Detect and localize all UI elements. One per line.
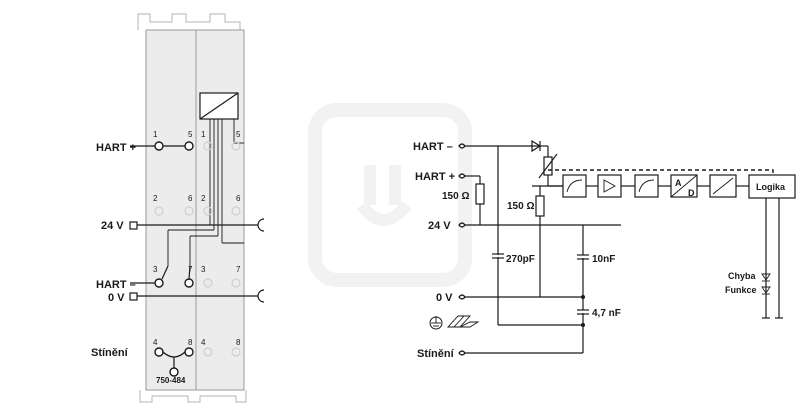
pin-8a: 8 (188, 338, 193, 347)
schematic: HART – HART + 24 V 0 V Stínění 150 Ω 1 (413, 139, 796, 360)
pin-8b: 8 (236, 338, 241, 347)
pin-5a: 5 (188, 130, 193, 139)
label-function: Funkce (725, 285, 757, 295)
pin-4a: 4 (153, 338, 158, 347)
din-rail-icon (446, 315, 480, 328)
terminal-7 (184, 278, 194, 288)
resistor-2 (535, 195, 545, 217)
label-c2: 10nF (592, 254, 615, 265)
label-0v-left: 0 V (108, 292, 125, 304)
resistor-1 (475, 183, 485, 205)
label-c1: 270pF (506, 254, 535, 265)
terminal-3 (154, 278, 164, 288)
connector-0v-left (129, 292, 138, 301)
part-number: 750-484 (156, 376, 186, 385)
terminal-module: 1 5 1 5 2 6 2 6 3 7 3 7 (91, 13, 265, 403)
connector-24v-left (129, 221, 138, 230)
logic-block (748, 174, 796, 199)
pin-3a: 3 (153, 265, 158, 274)
pin-1b: 1 (201, 130, 206, 139)
label-shield-right: Stínění (417, 348, 455, 360)
label-24v-right: 24 V (428, 220, 451, 232)
module-rail-right (195, 29, 245, 391)
pin-3b: 3 (201, 265, 206, 274)
label-r1: 150 Ω (442, 191, 469, 202)
adc-label-a: A (675, 178, 682, 188)
label-24v-left: 24 V (101, 220, 124, 232)
pin-2a: 2 (153, 194, 158, 203)
pin-2b: 2 (201, 194, 206, 203)
pin-7b: 7 (236, 265, 241, 274)
pin-5b: 5 (236, 130, 241, 139)
terminal-1 (154, 141, 164, 151)
label-shield-left: Stínění (91, 347, 129, 359)
terminal-4 (154, 347, 164, 357)
pin-7a: 7 (188, 265, 193, 274)
pin-6a: 6 (188, 194, 193, 203)
diode (531, 139, 542, 153)
module-rail-left (145, 29, 197, 391)
label-r2: 150 Ω (507, 201, 534, 212)
led-function-icon (761, 286, 771, 295)
filter-block-1 (562, 174, 587, 198)
watermark-logo (308, 103, 472, 287)
label-hart-plus-right: HART + (415, 171, 455, 183)
ground-icon (429, 316, 443, 330)
pin-4b: 4 (201, 338, 206, 347)
filter-block-2 (634, 174, 659, 198)
label-hart-minus-left: HART – (96, 279, 136, 291)
terminal-8 (184, 347, 194, 357)
logic-label: Logika (756, 182, 786, 192)
pin-6b: 6 (236, 194, 241, 203)
label-hart-plus-left: HART + (96, 142, 136, 154)
amplifier-block (597, 174, 622, 198)
pin-1a: 1 (153, 130, 158, 139)
adc-label-d: D (688, 188, 695, 198)
control-line (548, 169, 774, 175)
led-error-icon (761, 273, 771, 282)
label-0v-right: 0 V (436, 292, 453, 304)
terminal-5 (184, 141, 194, 151)
label-hart-minus-right: HART – (413, 141, 453, 153)
label-error: Chyba (728, 271, 757, 281)
label-c3: 4,7 nF (592, 308, 621, 319)
terminal-shield (169, 367, 179, 377)
